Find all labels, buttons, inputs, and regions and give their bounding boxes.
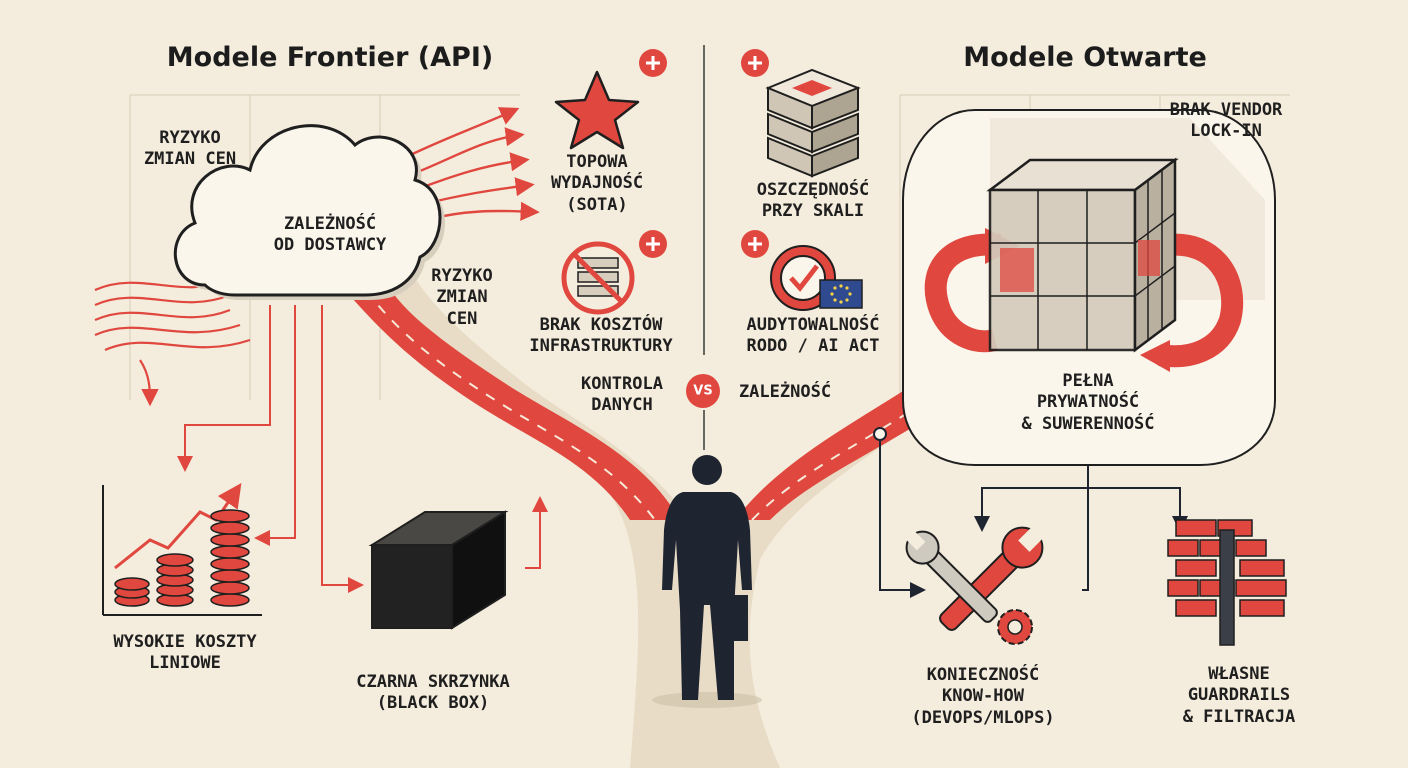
vs-badge [686,374,720,408]
cycle-arrows [924,233,1244,368]
dependency-label: ZALEŻNOŚĆ [738,382,832,402]
left-road-markings [365,289,656,521]
wrench-gear-icon [905,526,1044,645]
left-wave-lines [94,278,251,407]
star-icon [554,70,640,150]
left-title: Modele Frontier (API) [166,42,494,73]
right-connectors [879,440,1188,598]
eu-flag-icon [819,279,863,309]
black-box-icon [368,510,509,630]
vs-label: VS [693,383,713,399]
brick-wall-icon [1167,519,1287,646]
no-server-icon [561,241,635,315]
server-stack-icon [765,68,861,178]
cube-icon [986,157,1179,353]
coin-stacks-icon [102,483,262,616]
seal-check-icon [770,245,836,311]
black-box-label: CZARNA SKRZYNKA(BLACK BOX) [356,672,510,714]
left-road [345,280,680,520]
plus-badges [639,49,769,258]
right-title: Modele Otwarte [963,42,1207,73]
cost-arrows [177,305,548,593]
person-icon [652,455,762,708]
cloud-icon [173,124,445,300]
